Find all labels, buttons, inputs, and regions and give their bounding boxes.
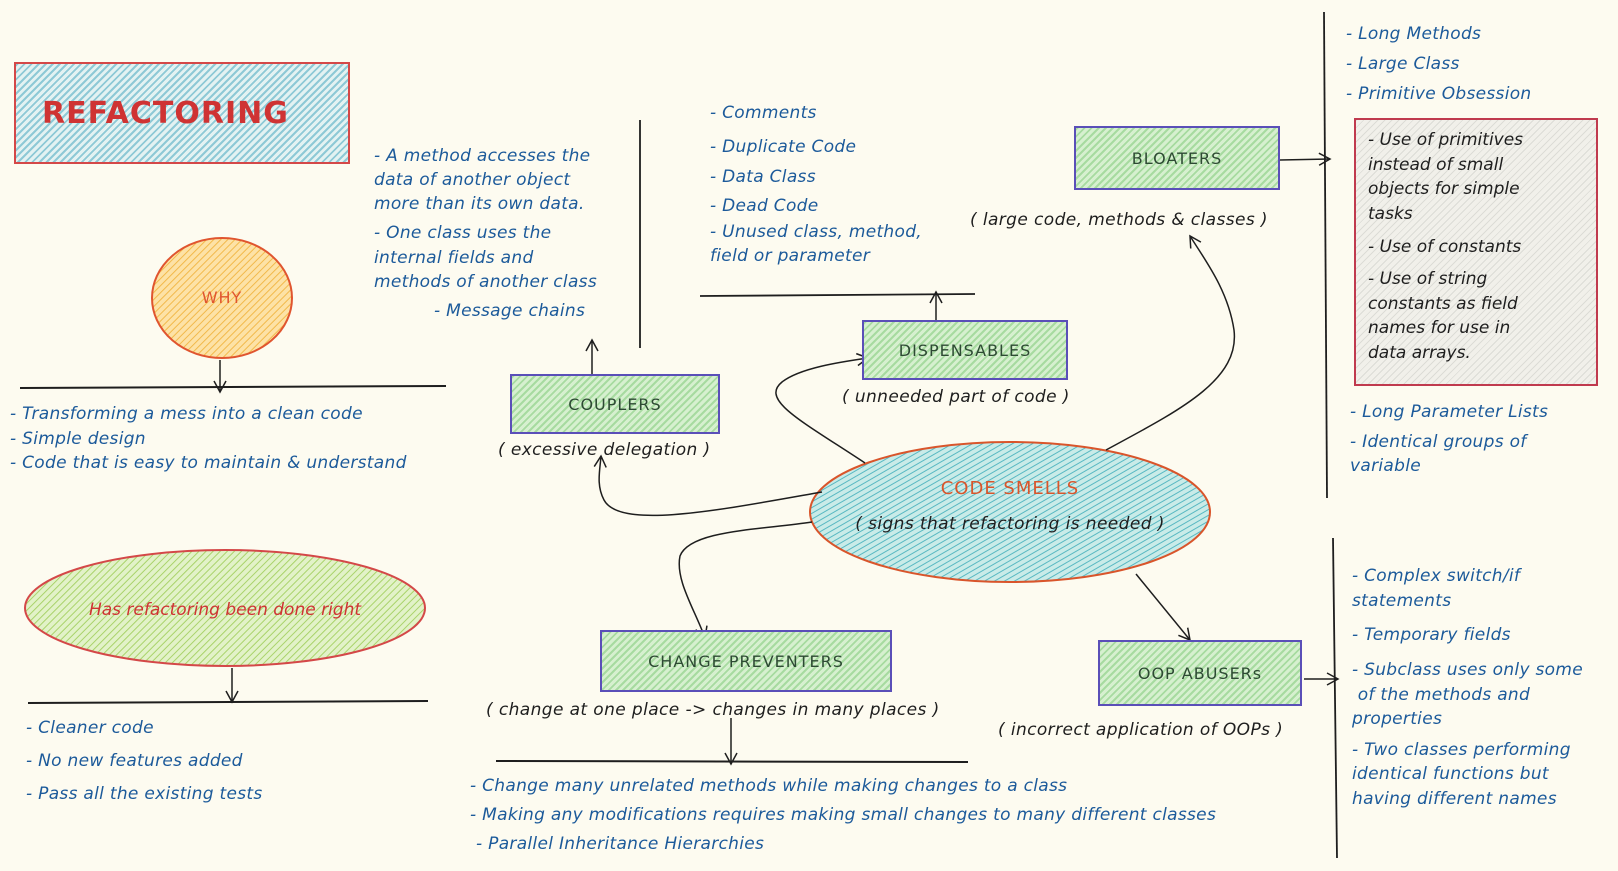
couplers-list: - A method accesses the data of another … — [374, 144, 597, 328]
code-smells-ellipse — [809, 441, 1211, 583]
bloaters-list-more: - Long Parameter Lists - Identical group… — [1350, 400, 1548, 484]
bloaters-divider — [1323, 11, 1328, 499]
dispensables-box[interactable]: DISPENSABLES — [862, 320, 1068, 380]
smell-to-oop-arrow — [1135, 573, 1191, 642]
why-list: - Transforming a mess into a clean code … — [10, 402, 407, 476]
dispensables-list: - Comments - Duplicate Code - Data Class… — [710, 102, 922, 274]
bloaters-item: - Long Methods — [1346, 24, 1482, 44]
couplers-item: - A method accesses the data of another … — [374, 146, 591, 215]
bloaters-label: BLOATERS — [1131, 148, 1223, 168]
why-item: - Simple design — [10, 428, 146, 449]
change-preventers-item: - Making any modifications requires maki… — [470, 805, 1217, 826]
why-ellipse — [151, 237, 293, 359]
why-item: - Transforming a mess into a clean code — [10, 404, 363, 424]
dispensables-item: - Duplicate Code — [710, 136, 857, 157]
done-right-label: Has refactoring been done right — [88, 600, 362, 620]
oop-abusers-list: - Complex switch/if statements - Tempora… — [1352, 564, 1583, 817]
oop-item: - Two classes performing identical funct… — [1352, 739, 1571, 810]
dispensables-item: - Comments — [710, 103, 817, 123]
oop-abusers-subtitle: ( incorrect application of OOPs ) — [998, 720, 1284, 740]
couplers-box[interactable]: COUPLERS — [510, 374, 720, 434]
bloaters-item: - Long Parameter Lists — [1350, 402, 1549, 422]
smell-to-bloaters-arrow — [1105, 234, 1236, 451]
oop-abusers-label: OOP ABUSERs — [1137, 663, 1263, 683]
bloaters-box[interactable]: BLOATERS — [1074, 126, 1280, 190]
bloaters-list: - Long Methods - Large Class - Primitive… — [1346, 20, 1532, 109]
smell-to-change-preventers-arrow — [678, 521, 813, 640]
couplers-item: - One class uses the internal fields and… — [374, 223, 597, 292]
dispensables-item: - Dead Code — [710, 196, 819, 217]
done-right-item: - No new features added — [26, 751, 243, 772]
change-preventers-item: - Change many unrelated methods while ma… — [470, 776, 1068, 796]
change-preventers-box[interactable]: CHANGE PREVENTERS — [600, 630, 892, 692]
oop-item: - Temporary fields — [1352, 625, 1511, 646]
code-smells-label: CODE SMELLS — [940, 478, 1080, 499]
dispensables-item: - Data Class — [710, 166, 816, 187]
smell-to-couplers-arrow — [593, 454, 823, 517]
change-preventers-item: - Parallel Inheritance Hierarchies — [476, 834, 765, 855]
why-item: - Code that is easy to maintain & unders… — [10, 453, 407, 474]
change-preventers-label: CHANGE PREVENTERS — [648, 651, 844, 671]
smell-to-dispensables-arrow — [775, 352, 870, 464]
change-preventers-divider — [495, 760, 969, 763]
oop-divider — [1332, 537, 1338, 859]
done-right-item: - Pass all the existing tests — [26, 784, 263, 805]
done-right-ellipse — [24, 549, 426, 667]
primitive-obsession-note: - Use of primitives instead of small obj… — [1354, 118, 1598, 386]
dispensables-label: DISPENSABLES — [898, 340, 1032, 360]
dispensables-subtitle: ( unneeded part of code ) — [842, 387, 1070, 407]
page-title: REFACTORING — [42, 95, 289, 131]
oop-abusers-box[interactable]: OOP ABUSERs — [1098, 640, 1302, 706]
dispensables-divider — [699, 293, 976, 297]
title-box: REFACTORING — [14, 62, 350, 164]
change-preventers-subtitle: ( change at one place -> changes in many… — [486, 700, 940, 720]
done-right-divider — [27, 700, 429, 704]
done-right-item: - Cleaner code — [26, 718, 154, 738]
bloaters-subtitle: ( large code, methods & classes ) — [970, 210, 1268, 230]
why-divider — [19, 385, 447, 389]
note-item: - Use of string constants as field names… — [1368, 269, 1518, 364]
bloaters-item: - Primitive Obsession — [1346, 83, 1532, 104]
couplers-item: - Message chains — [434, 300, 586, 321]
note-item: - Use of constants — [1368, 236, 1522, 257]
done-right-list: - Cleaner code - No new features added -… — [26, 712, 263, 811]
bloaters-item: - Identical groups of variable — [1350, 431, 1527, 477]
code-smells-subtitle: ( signs that refactoring is needed ) — [855, 514, 1165, 534]
dispensables-item: - Unused class, method, field or paramet… — [710, 222, 923, 266]
note-item: - Use of primitives instead of small obj… — [1368, 130, 1524, 224]
why-label: WHY — [201, 288, 243, 307]
bloaters-right-arrow — [1279, 152, 1332, 166]
oop-item: - Subclass uses only some of the methods… — [1352, 659, 1583, 730]
change-preventers-list: - Change many unrelated methods while ma… — [470, 772, 1216, 860]
couplers-subtitle: ( excessive delegation ) — [498, 440, 711, 460]
bloaters-item: - Large Class — [1346, 53, 1460, 74]
oop-item: - Complex switch/if statements — [1352, 566, 1521, 611]
couplers-label: COUPLERS — [568, 394, 662, 414]
